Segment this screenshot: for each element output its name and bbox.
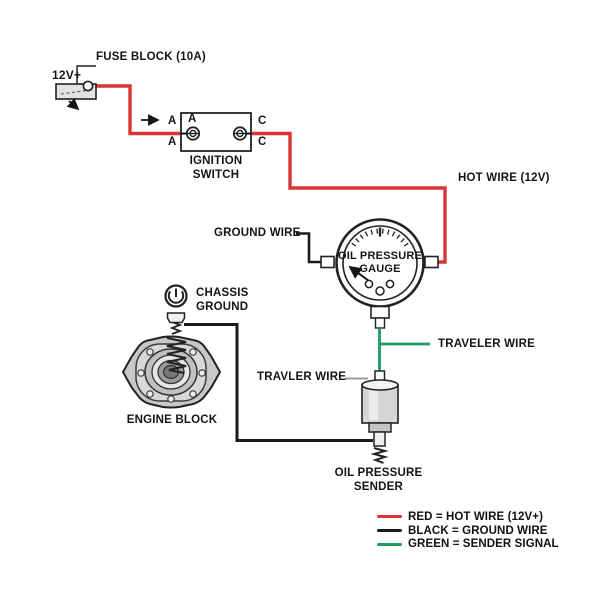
chassis-ground-label: CHASSIS GROUND — [196, 287, 249, 313]
travler-wire-label: TRAVLER WIRE — [257, 371, 347, 383]
fuse-terminal — [82, 80, 94, 92]
gauge-dial-ticks — [351, 227, 409, 247]
ground-wire-path — [296, 232, 321, 264]
engine-ground-wire-path — [184, 323, 373, 442]
traveler-wire-label: TRAVELER WIRE — [438, 338, 535, 350]
gauge-left-terminal — [320, 255, 335, 269]
engine-block-symbol — [121, 335, 222, 409]
gauge-needle — [348, 265, 370, 282]
chassis-ground-icon — [164, 284, 188, 308]
switch-a-outer-bottom-label: A — [168, 136, 177, 148]
fuse-block-symbol — [55, 65, 97, 111]
legend-black-swatch — [377, 529, 402, 533]
switch-c-bottom-label: C — [258, 136, 267, 148]
legend-red-swatch — [377, 515, 402, 519]
legend-row-sender: GREEN = SENDER SIGNAL — [377, 538, 559, 552]
sender-threads — [370, 447, 389, 464]
legend-black-label: BLACK = GROUND WIRE — [408, 524, 548, 537]
legend-green-label: GREEN = SENDER SIGNAL — [408, 538, 559, 551]
ignition-switch-label: IGNITION SWITCH — [189, 155, 243, 181]
ignition-switch-symbol — [141, 112, 252, 152]
fuse-pointer-arrow-icon — [66, 98, 80, 111]
gauge-label: OIL PRESSURE GAUGE — [337, 250, 423, 275]
gauge-bottom-fitting — [370, 305, 390, 319]
sender-label: OIL PRESSURE SENDER — [334, 467, 423, 493]
switch-c-top-label: C — [258, 115, 267, 127]
ground-wire-label: GROUND WIRE — [214, 227, 301, 239]
gauge-right-terminal — [424, 255, 439, 269]
legend-row-ground: BLACK = GROUND WIRE — [377, 524, 559, 538]
sender-wire-path — [378, 328, 430, 373]
gauge-symbol — [320, 218, 439, 329]
legend-row-hot: RED = HOT WIRE (12V+) — [377, 510, 559, 524]
fuse-block-label: FUSE BLOCK (10A) — [96, 51, 206, 63]
hot-wire-label: HOT WIRE (12V) — [458, 172, 550, 184]
mounting-bolt — [166, 312, 187, 374]
fuse-voltage-label: 12V+ — [52, 68, 82, 82]
legend-green-swatch — [377, 542, 402, 547]
legend: RED = HOT WIRE (12V+) BLACK = GROUND WIR… — [377, 510, 559, 551]
sender-symbol — [361, 370, 399, 464]
switch-a-inner-label: A — [188, 113, 197, 125]
hot-wire-path — [92, 84, 447, 264]
switch-a-outer-top-label: A — [168, 115, 177, 127]
legend-red-label: RED = HOT WIRE (12V+) — [408, 510, 544, 523]
engine-bolt-holes — [137, 348, 206, 403]
engine-block-label: ENGINE BLOCK — [126, 414, 218, 426]
